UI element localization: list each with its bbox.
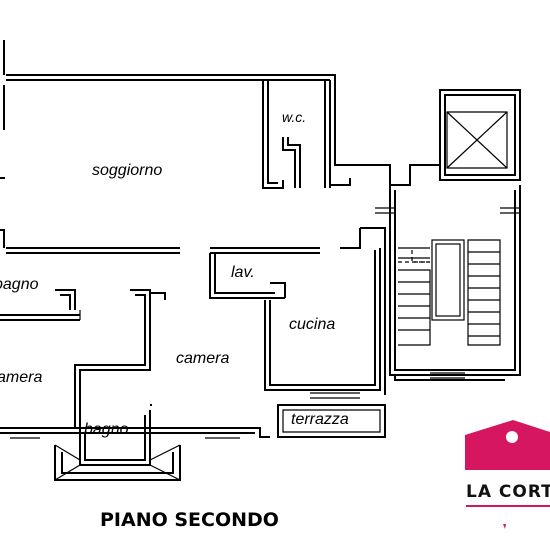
room-label-cucina: cucina (289, 316, 335, 333)
logo-mark-icon (503, 524, 506, 529)
logo-house-hole-icon (506, 431, 518, 443)
room-label-camera-left: camera (0, 369, 42, 386)
room-label-camera-center: camera (176, 350, 229, 367)
room-label-terrazza: terrazza (291, 411, 349, 428)
room-label-wc: w.c. (282, 109, 306, 125)
la-corte-logo: LA CORTE (465, 420, 550, 529)
logo-underline (466, 505, 550, 507)
room-label-soggiorno: soggiorno (92, 162, 162, 179)
walls (0, 40, 521, 481)
logo-text: LA CORTE (466, 482, 550, 502)
room-label-bagno-left: bagno (0, 276, 39, 293)
logo-house-icon (465, 420, 550, 470)
floor-title: PIANO SECONDO (100, 509, 279, 531)
room-label-bagno-bottom: bagno (84, 421, 129, 438)
room-label-lav: lav. (231, 264, 255, 281)
